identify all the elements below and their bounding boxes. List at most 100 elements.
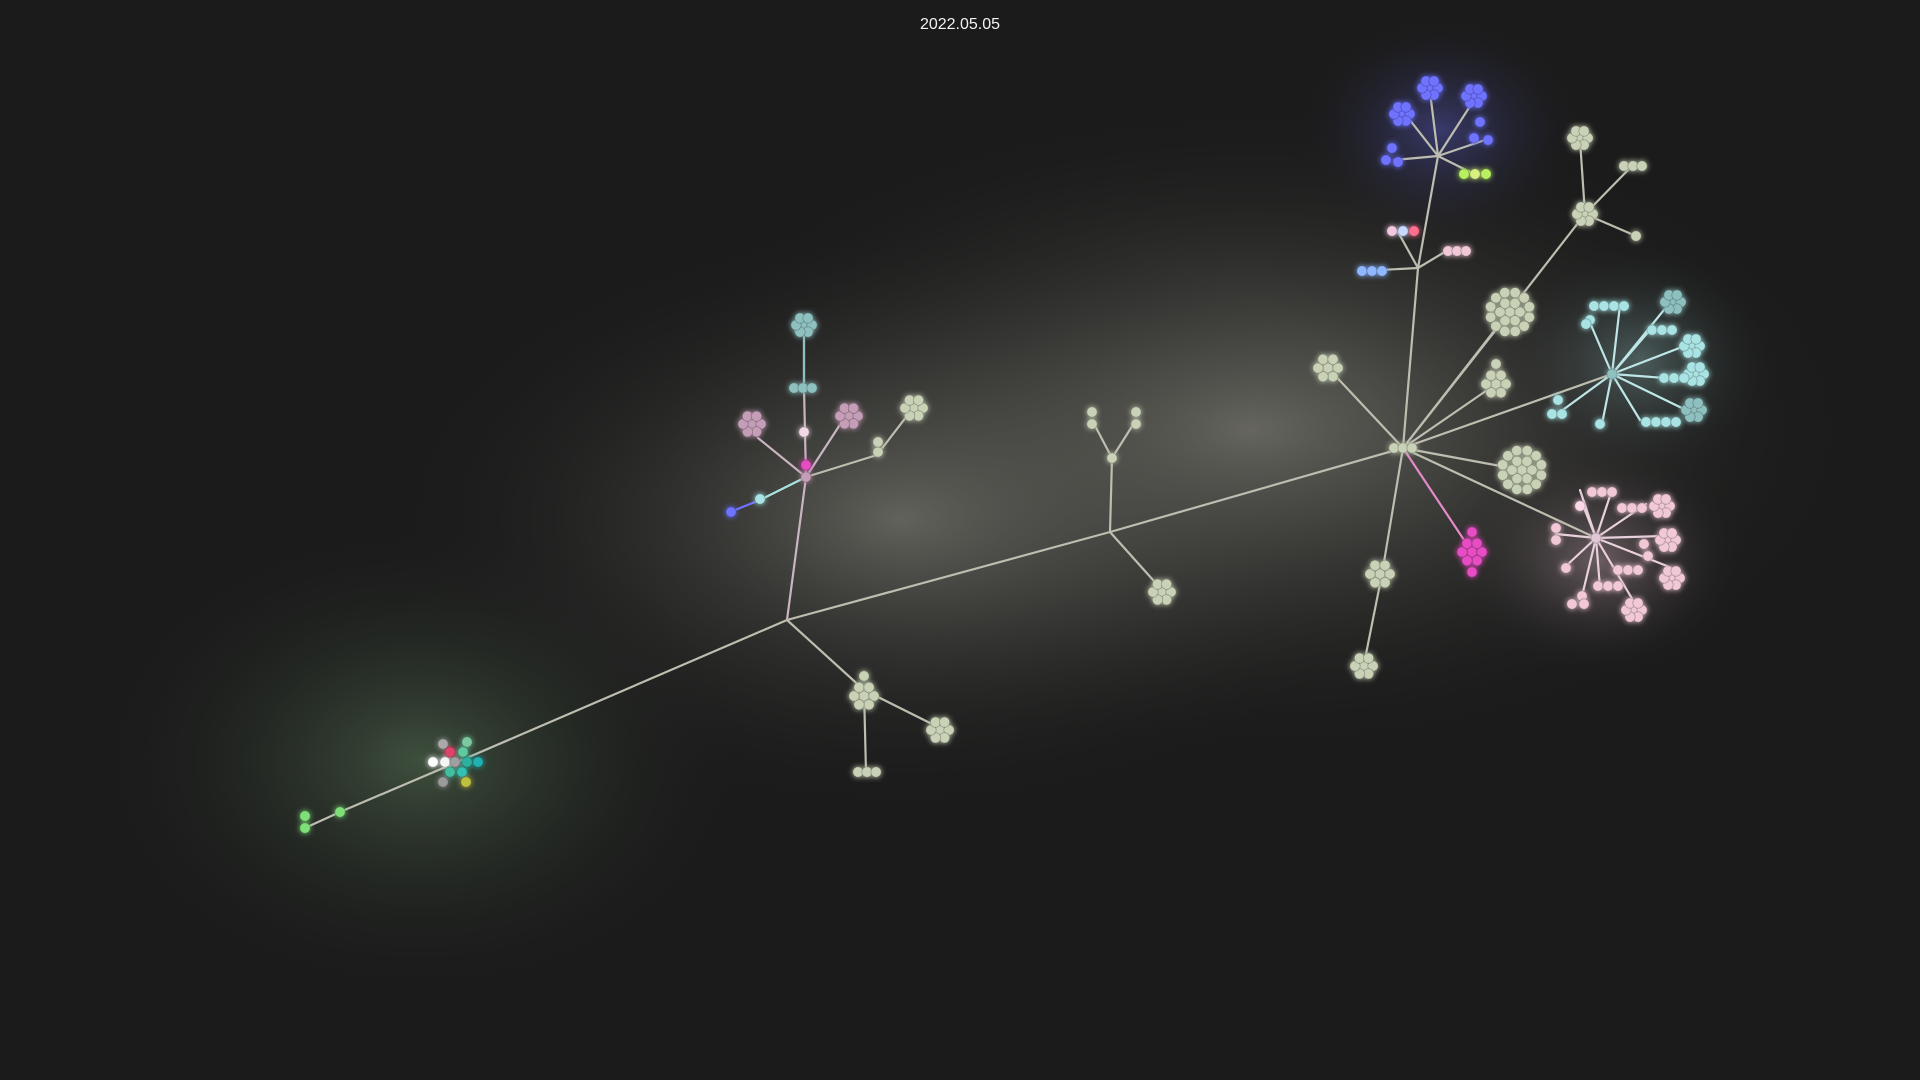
graph-node[interactable]: [1521, 483, 1533, 495]
graph-node[interactable]: [1578, 598, 1590, 610]
graph-node[interactable]: [1592, 580, 1604, 592]
graph-node[interactable]: [1509, 297, 1521, 309]
graph-node[interactable]: [1606, 486, 1618, 498]
graph-node[interactable]: [1638, 538, 1650, 550]
graph-node[interactable]: [1376, 265, 1388, 277]
graph-node[interactable]: [1480, 378, 1492, 390]
graph-node[interactable]: [1670, 565, 1682, 577]
graph-node[interactable]: [1461, 555, 1473, 567]
graph-node[interactable]: [334, 806, 346, 818]
graph-node[interactable]: [912, 394, 925, 406]
graph-node[interactable]: [938, 716, 951, 728]
graph-node[interactable]: [1521, 473, 1533, 485]
graph-node[interactable]: [1530, 450, 1542, 462]
graph-node[interactable]: [1428, 75, 1440, 87]
graph-node[interactable]: [1086, 418, 1098, 430]
graph-node[interactable]: [1480, 168, 1492, 180]
graph-node[interactable]: [1530, 478, 1542, 490]
graph-node[interactable]: [750, 410, 763, 422]
graph-node[interactable]: [1606, 368, 1618, 380]
graph-node[interactable]: [1499, 297, 1511, 309]
graph-node[interactable]: [1499, 325, 1511, 337]
graph-node[interactable]: [1578, 125, 1590, 137]
graph-node[interactable]: [1656, 324, 1668, 336]
graph-node[interactable]: [1460, 245, 1472, 257]
graph-node[interactable]: [806, 382, 818, 394]
graph-node[interactable]: [1509, 287, 1521, 299]
graph-node[interactable]: [1332, 362, 1344, 374]
graph-node[interactable]: [1523, 301, 1535, 313]
graph-node[interactable]: [1535, 459, 1547, 471]
graph-node[interactable]: [1106, 452, 1118, 464]
graph-node[interactable]: [1364, 568, 1376, 580]
graph-node[interactable]: [1650, 416, 1662, 428]
graph-node[interactable]: [1642, 550, 1654, 562]
graph-node[interactable]: [1408, 225, 1420, 237]
graph-node[interactable]: [1594, 418, 1606, 430]
graph-node[interactable]: [1518, 292, 1530, 304]
graph-node[interactable]: [1458, 168, 1470, 180]
graph-node[interactable]: [1574, 500, 1586, 512]
graph-node[interactable]: [1130, 406, 1142, 418]
graph-node[interactable]: [1671, 289, 1683, 301]
graph-node[interactable]: [1612, 580, 1624, 592]
graph-node[interactable]: [427, 756, 439, 768]
graph-node[interactable]: [1485, 387, 1497, 399]
graph-node[interactable]: [1602, 580, 1614, 592]
graph-node[interactable]: [1490, 292, 1502, 304]
graph-node[interactable]: [1386, 225, 1398, 237]
graph-node[interactable]: [1485, 301, 1497, 313]
graph-node[interactable]: [1566, 598, 1578, 610]
graph-node[interactable]: [1356, 265, 1368, 277]
graph-node[interactable]: [1494, 306, 1506, 318]
graph-node[interactable]: [1466, 526, 1478, 538]
graph-node[interactable]: [1514, 306, 1526, 318]
graph-node[interactable]: [725, 506, 737, 518]
graph-node[interactable]: [858, 670, 870, 682]
graph-node[interactable]: [1086, 406, 1098, 418]
graph-node[interactable]: [1646, 324, 1658, 336]
graph-node[interactable]: [800, 471, 812, 483]
graph-node[interactable]: [437, 738, 449, 750]
graph-node[interactable]: [1660, 416, 1672, 428]
graph-node[interactable]: [1485, 311, 1497, 323]
graph-node[interactable]: [1471, 555, 1483, 567]
graph-node[interactable]: [1474, 116, 1486, 128]
graph-node[interactable]: [1509, 315, 1521, 327]
graph-node[interactable]: [1312, 362, 1324, 374]
graph-node[interactable]: [1379, 577, 1391, 589]
graph-node[interactable]: [1518, 320, 1530, 332]
graph-node[interactable]: [299, 822, 311, 834]
graph-node[interactable]: [1658, 372, 1670, 384]
graph-node[interactable]: [1632, 597, 1644, 609]
graph-node[interactable]: [1668, 372, 1680, 384]
graph-node[interactable]: [1327, 353, 1339, 365]
graph-node[interactable]: [449, 756, 461, 768]
graph-node[interactable]: [1502, 478, 1514, 490]
graph-node[interactable]: [1476, 546, 1488, 558]
graph-node[interactable]: [457, 746, 469, 758]
graph-node[interactable]: [1526, 464, 1538, 476]
graph-node[interactable]: [1622, 564, 1634, 576]
graph-node[interactable]: [460, 776, 472, 788]
graph-node[interactable]: [868, 690, 880, 702]
graph-node[interactable]: [1588, 300, 1600, 312]
graph-node[interactable]: [1616, 502, 1628, 514]
graph-node[interactable]: [1608, 300, 1620, 312]
graph-node[interactable]: [1490, 320, 1502, 332]
graph-node[interactable]: [1521, 445, 1533, 457]
graph-node[interactable]: [1485, 369, 1497, 381]
graph-node[interactable]: [1552, 394, 1564, 406]
graph-node[interactable]: [1636, 502, 1648, 514]
graph-node[interactable]: [1666, 324, 1678, 336]
graph-node[interactable]: [1509, 325, 1521, 337]
graph-node[interactable]: [1626, 502, 1638, 514]
graph-node[interactable]: [853, 681, 865, 693]
graph-node[interactable]: [1630, 230, 1642, 242]
graph-node[interactable]: [1583, 201, 1595, 213]
graph-node[interactable]: [1502, 450, 1514, 462]
graph-node[interactable]: [1590, 532, 1602, 544]
graph-node[interactable]: [439, 756, 451, 768]
graph-node[interactable]: [872, 436, 884, 448]
graph-node[interactable]: [1495, 387, 1507, 399]
